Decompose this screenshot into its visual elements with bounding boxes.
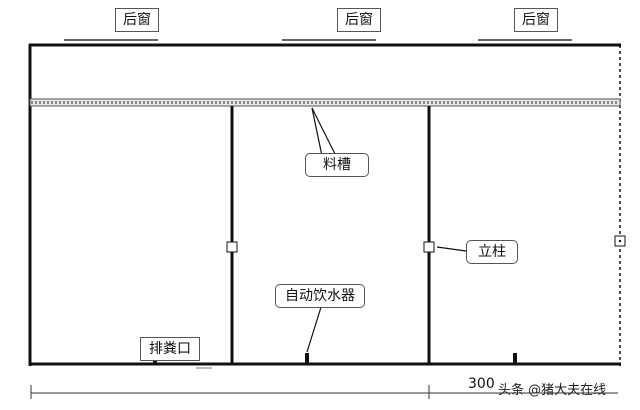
column-2 [423,241,435,253]
drinker-label: 自动饮水器 [275,284,365,308]
drinker-leader [306,303,323,353]
drain-label: 排粪口 [140,337,200,361]
trough-leader-a [311,107,323,157]
rear-window-label-middle: 后窗 [337,8,381,32]
drinker-1 [305,353,309,364]
dimension-value: 300 [468,376,495,392]
rear-window-label-left: 后窗 [115,8,159,32]
column-label: 立柱 [466,240,518,264]
drinker-2 [513,353,517,364]
watermark-source: 头条 [498,383,525,398]
column-leader [436,246,467,252]
watermark-account: @猪大夫在线 [528,383,607,398]
watermark: 头条 @猪大夫在线 [498,379,606,398]
column-1 [226,241,238,253]
trough-leader-b [311,107,337,157]
trough-label: 料槽 [305,153,369,177]
rear-window-label-right: 后窗 [514,8,558,32]
